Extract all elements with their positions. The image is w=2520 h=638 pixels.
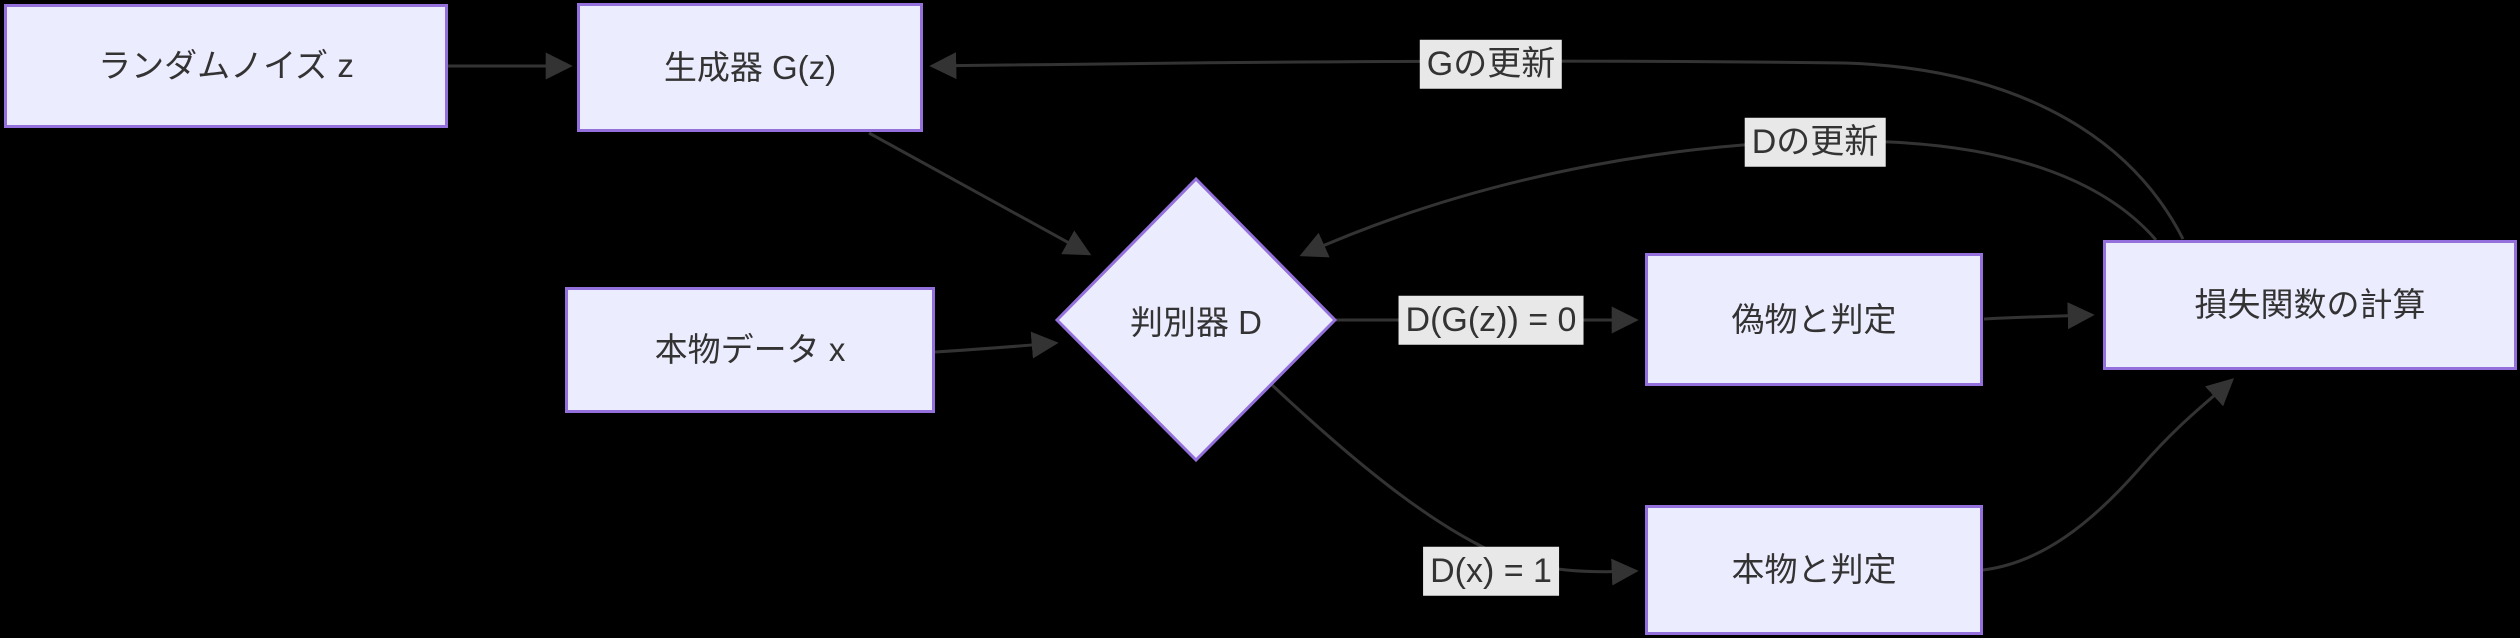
node-random-noise: ランダムノイズ z: [4, 4, 448, 128]
node-discriminator: 判別器 D: [1057, 180, 1335, 460]
node-random-noise-label: ランダムノイズ z: [98, 47, 354, 85]
node-judged-fake-label: 偽物と判定: [1731, 300, 1897, 338]
discriminator-diamond-shape: [1054, 176, 1338, 463]
node-judged-real-label: 本物と判定: [1731, 551, 1897, 589]
edge-realdata-to-discriminator: [934, 331, 1059, 359]
node-loss-label: 損失関数の計算: [2194, 286, 2426, 324]
node-real-data: 本物データ x: [565, 287, 935, 413]
node-generator: 生成器 G(z): [577, 3, 923, 132]
edge-label-fake-output: D(G(z)) = 0: [1398, 295, 1584, 345]
edge-loss-to-generator-gupdate: [929, 52, 2185, 240]
node-generator-label: 生成器 G(z): [663, 48, 837, 86]
node-loss: 損失関数の計算: [2103, 240, 2517, 370]
node-discriminator-label: 判別器 D: [1130, 304, 1262, 341]
edge-label-g-update: Gの更新: [1419, 39, 1563, 89]
edge-label-real-output: D(x) = 1: [1423, 546, 1559, 596]
edge-judgedfake-to-loss: [1983, 302, 2095, 330]
edge-judgedreal-to-loss: [1982, 378, 2234, 572]
edge-loss-to-discriminator-dupdate: [1299, 139, 2158, 258]
edge-generator-to-discriminator: [868, 131, 1092, 256]
edge-discriminator-to-judgedreal: [1270, 383, 1639, 586]
edge-label-d-update: Dの更新: [1744, 117, 1886, 167]
node-judged-real: 本物と判定: [1645, 505, 1983, 635]
node-judged-fake: 偽物と判定: [1645, 253, 1983, 386]
node-real-data-label: 本物データ x: [654, 331, 846, 369]
